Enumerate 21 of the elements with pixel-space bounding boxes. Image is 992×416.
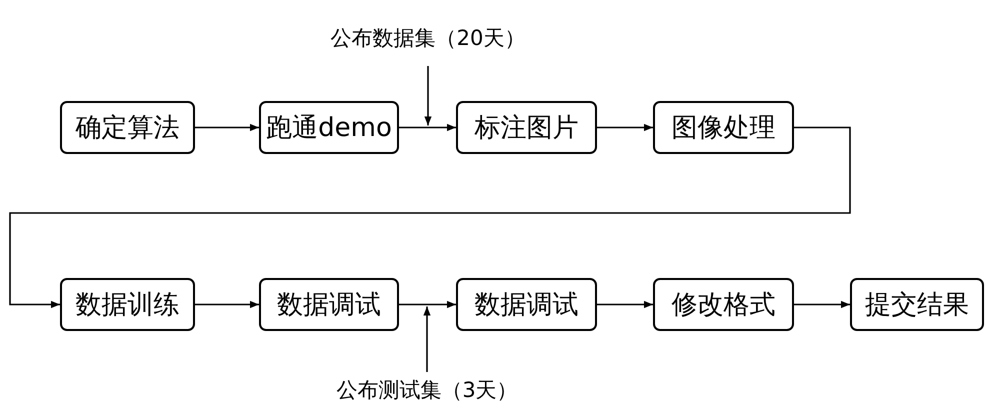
annotation-text: 公布测试集（3天） bbox=[336, 376, 518, 404]
arrow bbox=[195, 300, 259, 308]
process-box: 修改格式 bbox=[653, 278, 794, 331]
arrow bbox=[399, 300, 456, 308]
arrow bbox=[597, 124, 653, 132]
arrow bbox=[9, 126, 851, 308]
annotation-text: 公布数据集（20天） bbox=[330, 24, 526, 52]
process-box: 数据调试 bbox=[259, 278, 399, 331]
process-box: 确定算法 bbox=[60, 101, 195, 154]
arrow bbox=[597, 300, 653, 308]
process-box: 标注图片 bbox=[456, 101, 597, 154]
process-box: 图像处理 bbox=[653, 101, 794, 154]
arrow bbox=[399, 124, 456, 132]
pointer-arrow bbox=[423, 306, 431, 372]
process-box: 跑通demo bbox=[259, 101, 399, 154]
process-box: 数据调试 bbox=[456, 278, 597, 331]
pointer-arrow bbox=[424, 66, 432, 126]
process-box: 提交结果 bbox=[850, 278, 984, 331]
arrow bbox=[794, 300, 850, 308]
arrow bbox=[195, 124, 259, 132]
process-box: 数据训练 bbox=[60, 278, 195, 331]
